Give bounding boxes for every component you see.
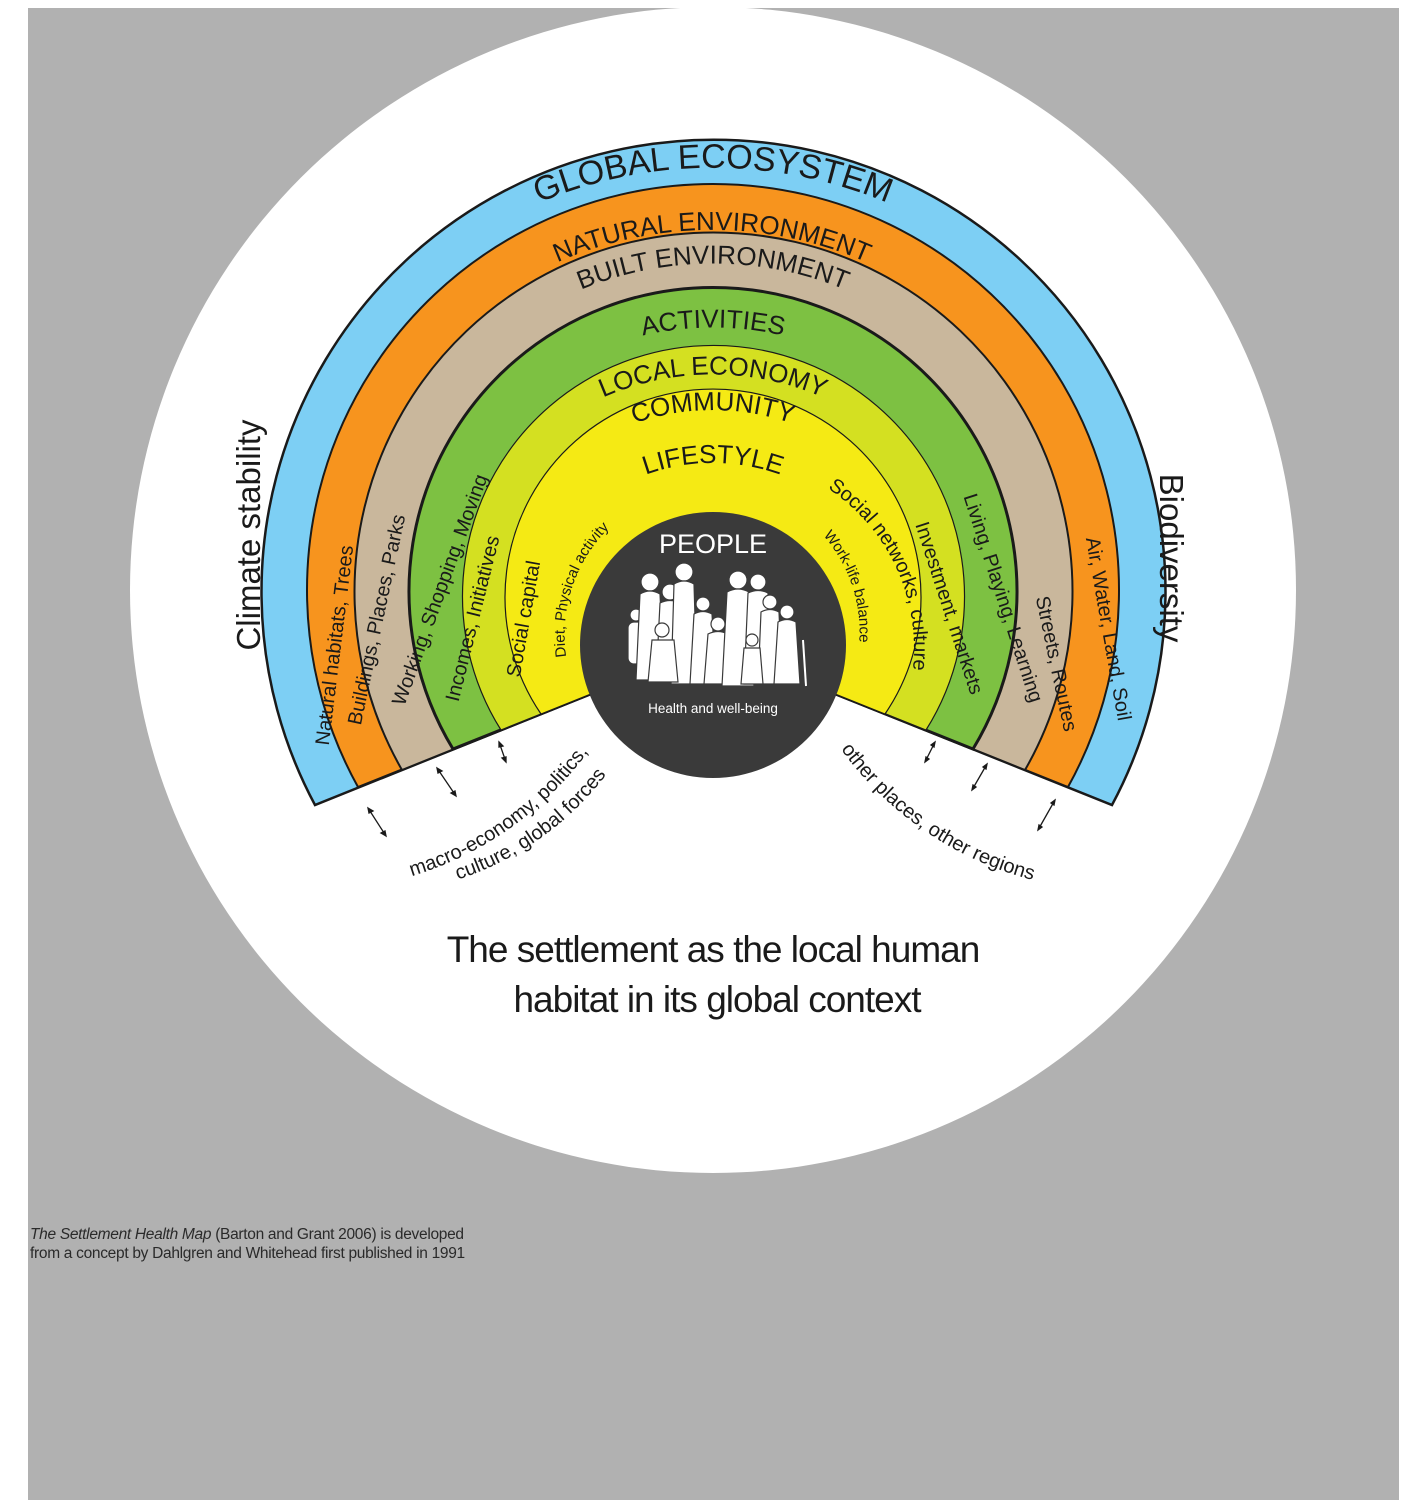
heading-line-2: habitat in its global context [513,979,922,1020]
people-label: PEOPLE [659,529,767,559]
health-label: Health and well-being [648,701,778,716]
caption-title: The Settlement Health Map [30,1226,212,1243]
people-silhouettes-image [627,562,807,687]
heading-line-1: The settlement as the local human [447,929,980,970]
source-caption: The Settlement Health Map (Barton and Gr… [30,1225,490,1263]
caption-text: (Barton and Grant 2006) is developed fro… [30,1226,465,1262]
climate-stability-label: Climate stability [230,419,267,651]
biodiversity-label: Biodiversity [1153,474,1190,643]
right-arrows [924,740,1056,832]
left-arrows [367,740,507,838]
